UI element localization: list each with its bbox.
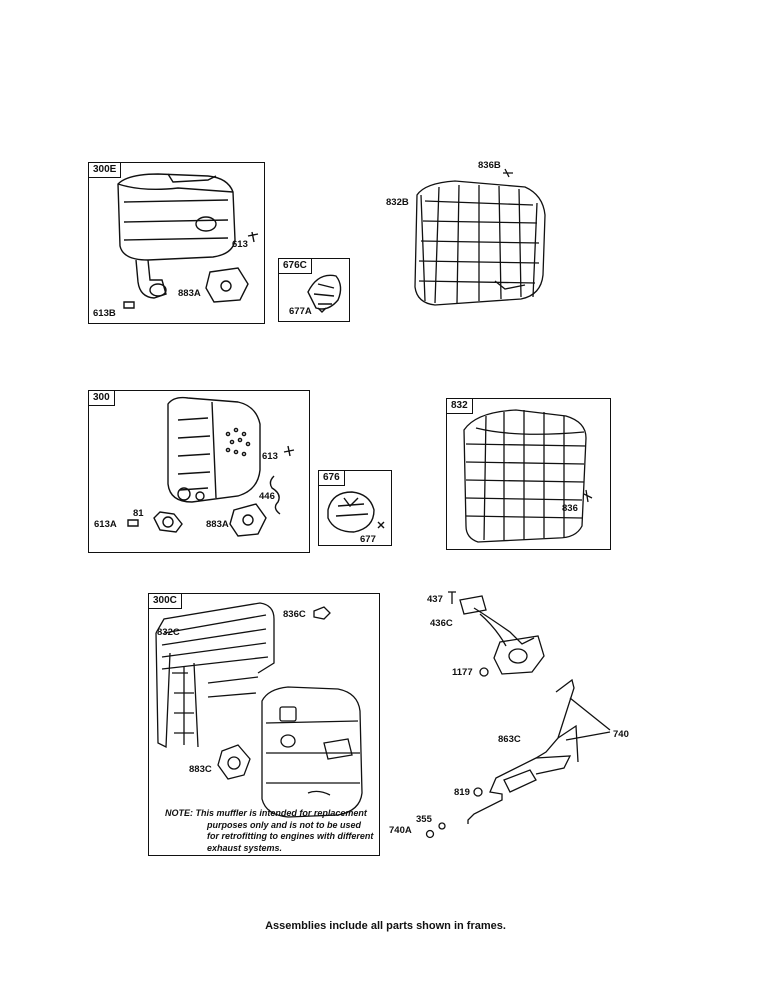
label-446: 446 (259, 491, 275, 502)
label-437: 437 (427, 594, 443, 605)
frame-label-832: 832 (446, 398, 473, 414)
frame-label-300E: 300E (88, 162, 122, 178)
frame-676: 676 (318, 470, 392, 546)
frame-label-300C: 300C (148, 593, 182, 609)
label-832B: 832B (386, 197, 409, 208)
label-883C: 883C (189, 764, 212, 775)
note-line-2: purposes only and is not to be used (207, 819, 362, 830)
exhaust-elbow-and-bracket-drawing (440, 588, 660, 838)
deflector-676C-drawing (278, 258, 350, 322)
note-line-1: NOTE: This muffler is intended for repla… (165, 808, 367, 818)
label-836C: 836C (283, 609, 306, 620)
frame-300C: 300C (148, 593, 380, 856)
replacement-note: NOTE: This muffler is intended for repla… (165, 808, 373, 854)
label-740: 740 (613, 729, 629, 740)
label-677: 677 (360, 534, 376, 545)
muffler-300E-drawing (88, 162, 265, 324)
guard-832B-drawing (395, 165, 555, 315)
frame-300: 300 (88, 390, 310, 553)
label-613B: 613B (93, 308, 116, 319)
label-740A: 740A (389, 825, 412, 836)
label-81: 81 (133, 508, 144, 519)
deflector-676-drawing (318, 470, 392, 546)
footer-caption: Assemblies include all parts shown in fr… (265, 920, 506, 932)
label-677A: 677A (289, 306, 312, 317)
label-836B: 836B (478, 160, 501, 171)
label-883A-upper: 883A (178, 288, 201, 299)
frame-label-300: 300 (88, 390, 115, 406)
frame-300E: 300E (88, 162, 265, 324)
label-832C: 832C (157, 627, 180, 638)
frame-label-676: 676 (318, 470, 345, 486)
label-613A: 613A (94, 519, 117, 530)
label-883A-middle: 883A (206, 519, 229, 530)
label-863C: 863C (498, 734, 521, 745)
label-355: 355 (416, 814, 432, 825)
muffler-300-drawing (88, 390, 310, 553)
muffler-300C-drawing (148, 593, 380, 856)
guard-832-drawing (446, 398, 611, 550)
label-836: 836 (562, 503, 578, 514)
note-line-3: for retrofitting to engines with differe… (207, 831, 374, 841)
label-613-middle: 613 (262, 451, 278, 462)
note-line-4: exhaust systems. (207, 842, 283, 853)
label-436C: 436C (430, 618, 453, 629)
label-1177: 1177 (452, 667, 473, 678)
frame-676C: 676C (278, 258, 350, 322)
label-613-upper: 613 (232, 239, 248, 250)
frame-832: 832 (446, 398, 611, 550)
frame-label-676C: 676C (278, 258, 312, 274)
label-819: 819 (454, 787, 470, 798)
